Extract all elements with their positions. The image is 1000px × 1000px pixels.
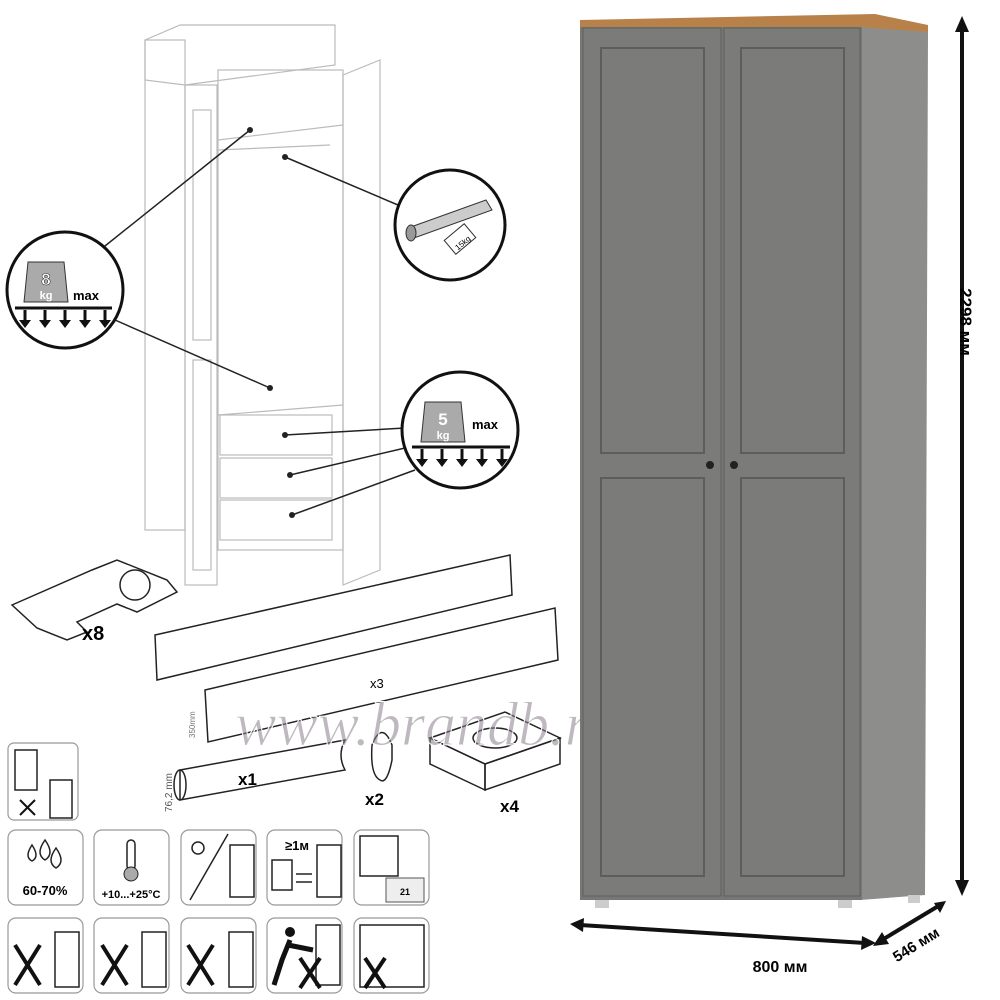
distance-label: ≥1м <box>285 838 309 853</box>
shelf-weight-unit: kg <box>40 290 53 302</box>
shelf-max-label: max <box>73 288 100 303</box>
rail-holder: x2 <box>365 731 393 809</box>
no-wet-cloth-icon <box>180 917 257 994</box>
no-moving-icon <box>266 917 343 994</box>
humidity-icon <box>7 829 84 906</box>
right-door <box>723 27 861 897</box>
drawer-slides: x3 350mm <box>154 554 559 743</box>
shelf-load-callout: 8 kg max <box>5 230 125 350</box>
shelf-weight: 8 <box>41 270 50 289</box>
slide-qty: x3 <box>370 676 384 691</box>
height-dimension: 2298 мм <box>956 288 975 356</box>
drawer-weight: 5 <box>438 410 447 429</box>
leader-lines <box>99 127 416 518</box>
temperature-label: +10...+25°C <box>102 889 161 901</box>
humidity-label: 60-70% <box>23 883 68 898</box>
left-knob <box>706 461 714 469</box>
calendar-day: 21 <box>400 887 410 897</box>
left-door <box>582 27 722 897</box>
adjustable-foot: x4 <box>428 711 562 816</box>
rail-load-callout: 15kg <box>393 168 507 282</box>
hinge-qty: x8 <box>82 623 104 645</box>
foot <box>838 900 852 908</box>
prohibition-icons <box>7 917 430 994</box>
width-dimension: 800 мм <box>753 959 808 976</box>
wardrobe-product <box>580 14 928 908</box>
wardrobe-side <box>860 27 928 900</box>
foot-qty: x4 <box>500 797 519 816</box>
drawer-max-label: max <box>472 417 499 432</box>
right-knob <box>730 461 738 469</box>
door-hinge-warning-icon <box>7 742 79 821</box>
drawer-weight-unit: kg <box>437 430 450 442</box>
drawer-load-callout: 5 kg max <box>400 370 520 490</box>
care-icons: 60-70% +10...+25°C ≥1м 21 <box>7 829 430 906</box>
watermark: www.brandb.ru <box>235 691 620 759</box>
rail-qty: x1 <box>238 770 257 789</box>
heater-distance-icon <box>266 829 343 906</box>
no-overload-icon <box>353 917 430 994</box>
hanging-rail: x1 76,2 mm <box>164 738 347 812</box>
hinge-part: x8 <box>10 559 179 645</box>
foot <box>908 895 920 903</box>
no-abrasives-icon <box>93 917 170 994</box>
no-liquids-icon <box>7 917 84 994</box>
foot <box>595 900 609 908</box>
no-sunlight-icon <box>180 829 257 906</box>
rail-size: 76,2 mm <box>164 773 175 812</box>
holder-qty: x2 <box>365 790 384 809</box>
wardrobe-sketch <box>144 24 381 586</box>
slide-length: 350mm <box>188 711 197 738</box>
